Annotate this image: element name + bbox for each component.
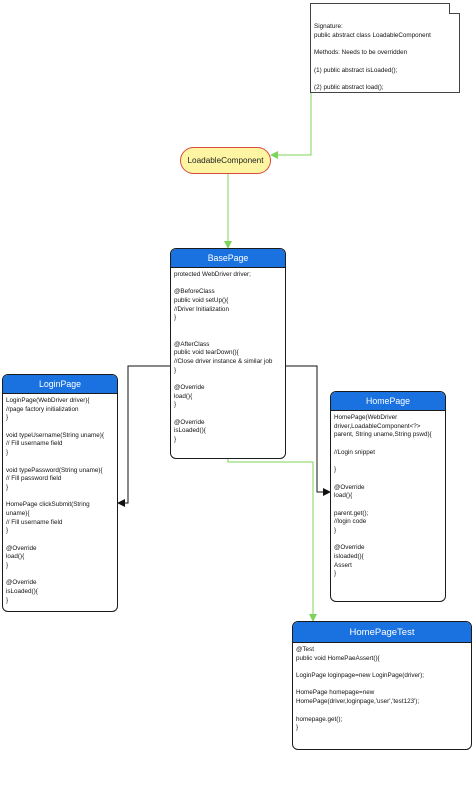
basepage-class: BasePage protected WebDriver driver; @Be…	[170, 248, 286, 459]
homepagetest-title: HomePageTest	[293, 622, 471, 643]
homepage-title: HomePage	[331, 392, 445, 411]
link-basepage-to-loginpage	[117, 365, 170, 507]
loadable-component-node: LoadableComponent	[180, 147, 271, 174]
note-fold-corner	[449, 3, 460, 14]
note-text: Signature: public abstract class Loadabl…	[314, 23, 431, 92]
loadable-component-label: LoadableComponent	[187, 156, 264, 165]
homepage-body: HomePage(WebDriver driver,LoadableCompon…	[334, 414, 432, 578]
homepagetest-body: @Test public void HomePaeAssert(){ Login…	[296, 646, 424, 732]
homepagetest-class: HomePageTest @Test public void HomePaeAs…	[292, 621, 472, 750]
link-note-to-loadable	[270, 93, 312, 159]
loginpage-title: LoginPage	[3, 375, 117, 394]
loginpage-body: LoginPage(WebDriver driver){ //page fact…	[6, 397, 104, 604]
loginpage-class: LoginPage LoginPage(WebDriver driver){ /…	[2, 374, 118, 612]
basepage-body: protected WebDriver driver; @BeforeClass…	[174, 271, 273, 444]
homepage-class: HomePage HomePage(WebDriver driver,Loada…	[330, 391, 446, 602]
signature-note: Signature: public abstract class Loadabl…	[310, 3, 460, 93]
link-basepage-to-homepage	[286, 365, 331, 496]
basepage-title: BasePage	[171, 249, 285, 268]
link-basepage-to-homepagetest	[227, 459, 317, 622]
